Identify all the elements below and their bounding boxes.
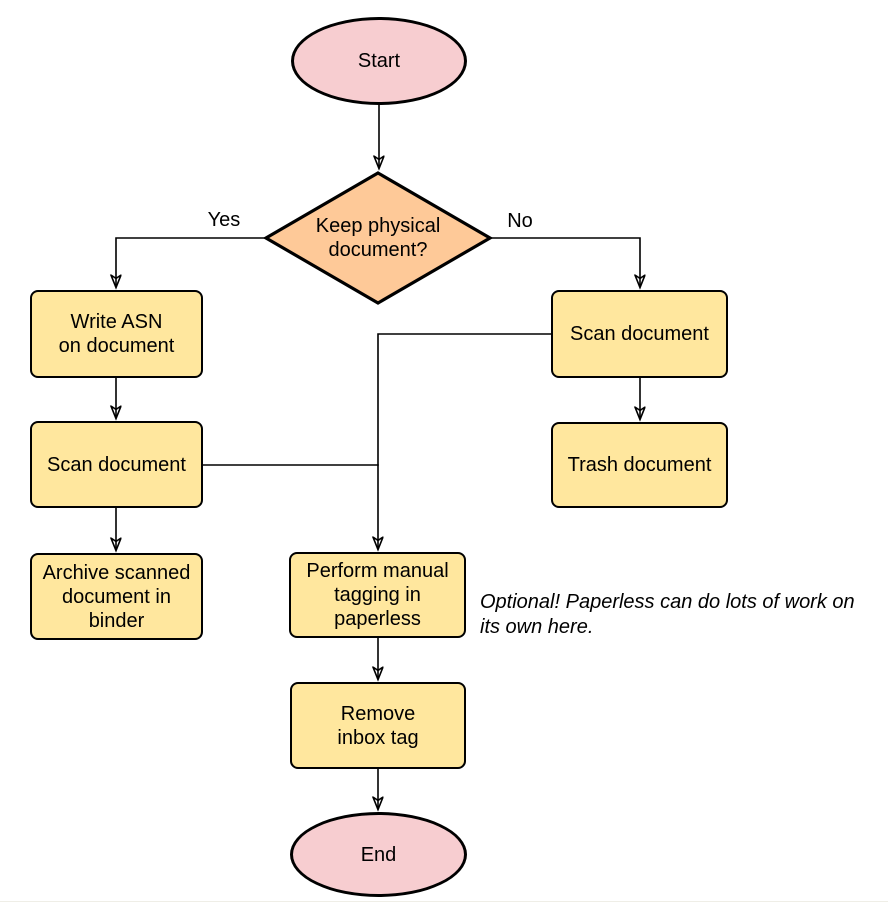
- flow-node-archive-label: Archive scanned document in binder: [42, 561, 191, 632]
- optional-note: Optional! Paperless can do lots of work …: [480, 591, 855, 638]
- flow-node-write-asn-label: Write ASN on document: [58, 311, 175, 357]
- flow-node-end: End: [290, 812, 467, 897]
- flow-node-scan-right: Scan document: [551, 290, 728, 378]
- flow-node-scan-left-label: Scan document: [47, 453, 186, 476]
- flow-node-decision: Keep physical document?: [263, 170, 493, 306]
- flow-node-remove-inbox-label: Remove inbox tag: [337, 702, 419, 749]
- flow-node-remove-inbox: Remove inbox tag: [290, 682, 466, 769]
- flow-node-trash: Trash document: [551, 422, 728, 508]
- diamond-shape: [263, 171, 493, 305]
- flow-node-trash-label: Trash document: [567, 454, 712, 476]
- flow-node-scan-left: Scan document: [30, 421, 203, 508]
- flow-node-scan-right-label: Scan document: [570, 323, 709, 345]
- edge-decision-yes-to-write-asn: [116, 237, 265, 287]
- flow-node-archive: Archive scanned document in binder: [30, 553, 203, 640]
- flow-node-start: Start: [291, 17, 467, 105]
- page-bottom-edge: [0, 901, 888, 902]
- flow-node-decision-label: Keep physical document?: [315, 215, 441, 261]
- flow-node-start-label: Start: [357, 50, 401, 72]
- edge-scan-right-to-tagging: [378, 333, 551, 549]
- flow-node-write-asn: Write ASN on document: [30, 290, 203, 378]
- flow-node-tagging: Perform manual tagging in paperless: [289, 552, 466, 638]
- branch-label-yes: Yes: [207, 209, 241, 231]
- flow-node-end-label: End: [360, 843, 397, 866]
- flow-node-tagging-label: Perform manual tagging in paperless: [306, 560, 449, 630]
- edge-decision-no-to-scan-right: [491, 237, 640, 287]
- branch-label-no: No: [507, 210, 533, 232]
